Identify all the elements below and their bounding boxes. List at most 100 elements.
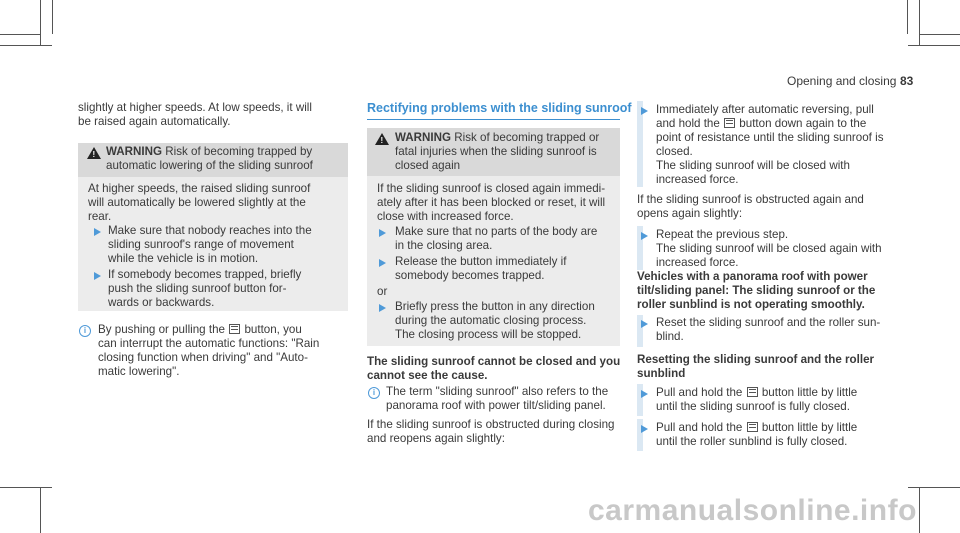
step-arrow-icon [641,320,648,328]
step-line: during the automatic closing process. [395,314,587,327]
crop-mark [0,34,40,35]
note-line: closing function when driving" and "Auto… [98,351,308,364]
step-line: Reset the sliding sunroof and the roller… [656,316,881,329]
subheading: tilt/sliding panel: The sliding sunroof … [637,284,876,297]
step-arrow-icon [641,232,648,240]
crop-mark [907,0,908,34]
note-line: panorama roof with power tilt/sliding pa… [386,399,606,412]
step-line: Immediately after automatic reversing, p… [656,103,874,116]
warning-box [78,177,348,311]
warning-icon: ! [87,147,101,159]
warning-label: WARNING [395,131,452,144]
info-note-icon: i [79,325,91,337]
warning-title: WARNING Risk of becoming trapped or [395,131,599,145]
step-line: Pull and hold the button little by littl… [656,386,857,400]
page-number: 83 [900,74,914,88]
step-line: wards or backwards. [108,296,215,309]
crop-mark [40,0,41,46]
step-text: button little by little [761,421,858,434]
paragraph-line: opens again slightly: [637,207,743,220]
watermark: carmanualsonline.info [588,494,917,527]
step-line: sliding sunroof's range of movement [108,238,294,251]
section-heading: Rectifying problems with the sliding sun… [367,101,632,115]
step-line: increased force. [656,256,739,269]
step-line: Pull and hold the button little by littl… [656,421,857,435]
note-line: By pushing or pulling the button, you [98,323,302,337]
warning-body-line: will automatically be lowered slightly a… [88,196,306,209]
step-line: and hold the button down again to the [656,117,866,131]
step-text: and hold the [656,117,720,130]
crop-mark [40,487,41,533]
step-bar [637,101,643,187]
step-line: closed. [656,145,693,158]
intro-line: slightly at higher speeds. At low speeds… [78,101,312,114]
step-text: button little by little [761,386,858,399]
warning-title-text: fatal injuries when the sliding sunroof … [395,145,597,158]
step-line: The closing process will be stopped. [395,328,582,341]
crop-mark [0,487,52,488]
info-note-icon: i [368,387,380,399]
section-title: Opening and closing [787,74,897,88]
step-line: If somebody becomes trapped, briefly [108,268,302,281]
paragraph-line: If the sliding sunroof is obstructed aga… [637,193,864,206]
paragraph-line: and reopens again slightly: [367,432,505,445]
sunroof-button-icon [746,387,758,397]
warning-header [78,143,348,177]
warning-box [367,176,620,346]
step-line: in the closing area. [395,239,493,252]
crop-mark [919,34,960,35]
warning-body-line: rear. [88,210,112,223]
warning-title: WARNING Risk of becoming trapped by [106,145,312,159]
sunroof-button-icon [724,118,736,128]
sunroof-button-icon [746,422,758,432]
step-arrow-icon [379,229,386,237]
crop-mark [52,0,53,34]
warning-body-line: close with increased force. [377,210,514,223]
step-text: button down again to the [739,117,867,130]
step-text: Pull and hold the [656,386,743,399]
step-line: The sliding sunroof will be closed again… [656,242,882,255]
note-line: can interrupt the automatic functions: "… [98,337,320,350]
step-bar [637,226,643,270]
subheading: cannot see the cause. [367,369,488,382]
step-arrow-icon [641,390,648,398]
warning-body-line: If the sliding sunroof is closed again i… [377,182,606,195]
note-line: matic lowering". [98,365,180,378]
step-line: while the vehicle is in motion. [108,252,259,265]
step-line: increased force. [656,173,739,186]
note-text: button, you [244,323,302,336]
step-line: Make sure that nobody reaches into the [108,224,312,237]
warning-title-text: closed again [395,159,461,172]
warning-title-text: Risk of becoming trapped or [454,131,600,144]
subheading: Vehicles with a panorama roof with power [637,270,868,283]
subheading: sunblind [637,367,686,380]
step-line: point of resistance until the sliding su… [656,131,884,144]
subheading: The sliding sunroof cannot be closed and… [367,355,621,368]
warning-label: WARNING [106,145,163,158]
step-line: until the roller sunblind is fully close… [656,435,848,448]
or-label: or [377,285,388,298]
note-line: The term "sliding sunroof" also refers t… [386,385,609,398]
crop-mark [919,0,920,46]
warning-title-text: automatic lowering of the sliding sunroo… [106,159,313,172]
step-line: push the sliding sunroof button for- [108,282,287,295]
step-line: Repeat the previous step. [656,228,789,241]
step-line: Release the button immediately if [395,255,567,268]
warning-header [367,128,620,176]
step-line: somebody becomes trapped. [395,269,545,282]
subheading: roller sunblind is not operating smoothl… [637,298,865,311]
warning-title-text: Risk of becoming trapped by [165,145,313,158]
warning-body-line: ately after it has been blocked or reset… [377,196,606,209]
step-arrow-icon [379,304,386,312]
paragraph-line: If the sliding sunroof is obstructed dur… [367,418,615,431]
crop-mark [0,45,52,46]
crop-mark [908,45,960,46]
crop-mark [919,487,920,533]
note-text: By pushing or pulling the [98,323,225,336]
step-line: Briefly press the button in any directio… [395,300,595,313]
crop-mark [908,487,960,488]
step-bar [637,384,643,416]
intro-line: be raised again automatically. [78,115,231,128]
heading-rule [367,119,620,120]
step-bar [637,315,643,347]
